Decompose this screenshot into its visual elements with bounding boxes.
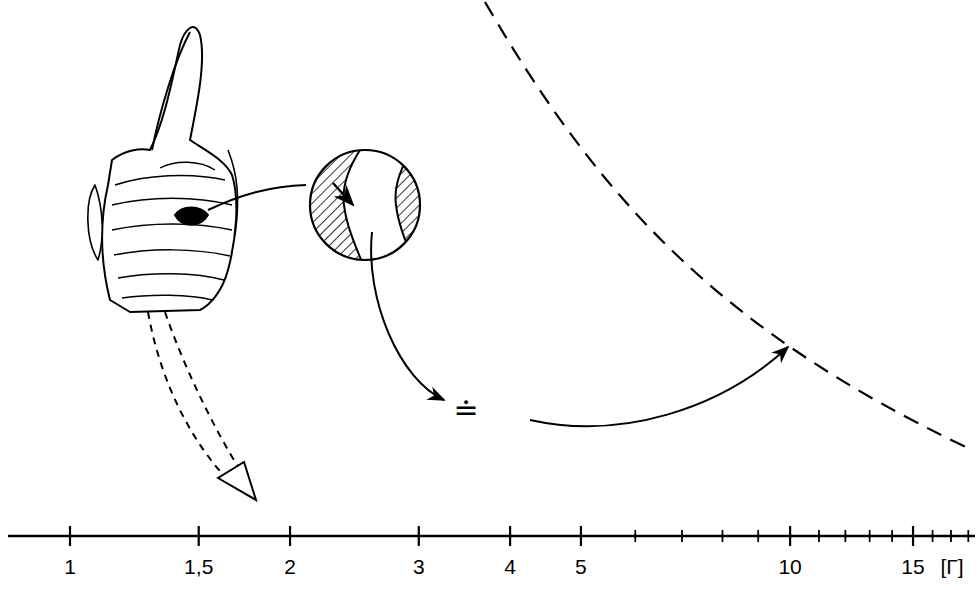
vocal-fold-section xyxy=(305,150,425,262)
log-axis xyxy=(8,526,975,546)
axis-value: 15 xyxy=(901,556,924,577)
axis-tick xyxy=(932,530,934,542)
axis-tick xyxy=(580,526,582,546)
axis-tick xyxy=(950,530,952,542)
axis-value: 2 xyxy=(284,556,296,577)
axis-tick xyxy=(844,530,846,542)
axis-tick xyxy=(818,530,820,542)
axis-value: 1 xyxy=(64,556,76,577)
axis-tick xyxy=(69,526,71,546)
axis-value: 3 xyxy=(413,556,425,577)
axis-tick xyxy=(757,530,759,542)
dashed-arrow xyxy=(148,312,256,500)
axis-tick xyxy=(289,526,291,546)
axis-tick xyxy=(891,530,893,542)
equation-symbol: ≐ xyxy=(453,395,478,425)
axis-tick xyxy=(722,530,724,542)
axis-value: 10 xyxy=(778,556,801,577)
axis-tick xyxy=(681,530,683,542)
axis-tick xyxy=(869,530,871,542)
axis-value: 4 xyxy=(504,556,516,577)
larynx-drawing xyxy=(88,27,238,312)
axis-tick xyxy=(418,526,420,546)
axis-unit: [Г] xyxy=(940,556,963,577)
axis-tick xyxy=(912,526,914,546)
axis-value: 1,5 xyxy=(184,556,213,577)
axis-tick xyxy=(789,526,791,546)
axis-tick xyxy=(198,526,200,546)
axis-tick xyxy=(967,530,969,542)
axis-tick xyxy=(634,530,636,542)
axis-value: 5 xyxy=(575,556,587,577)
axis-tick xyxy=(509,526,511,546)
